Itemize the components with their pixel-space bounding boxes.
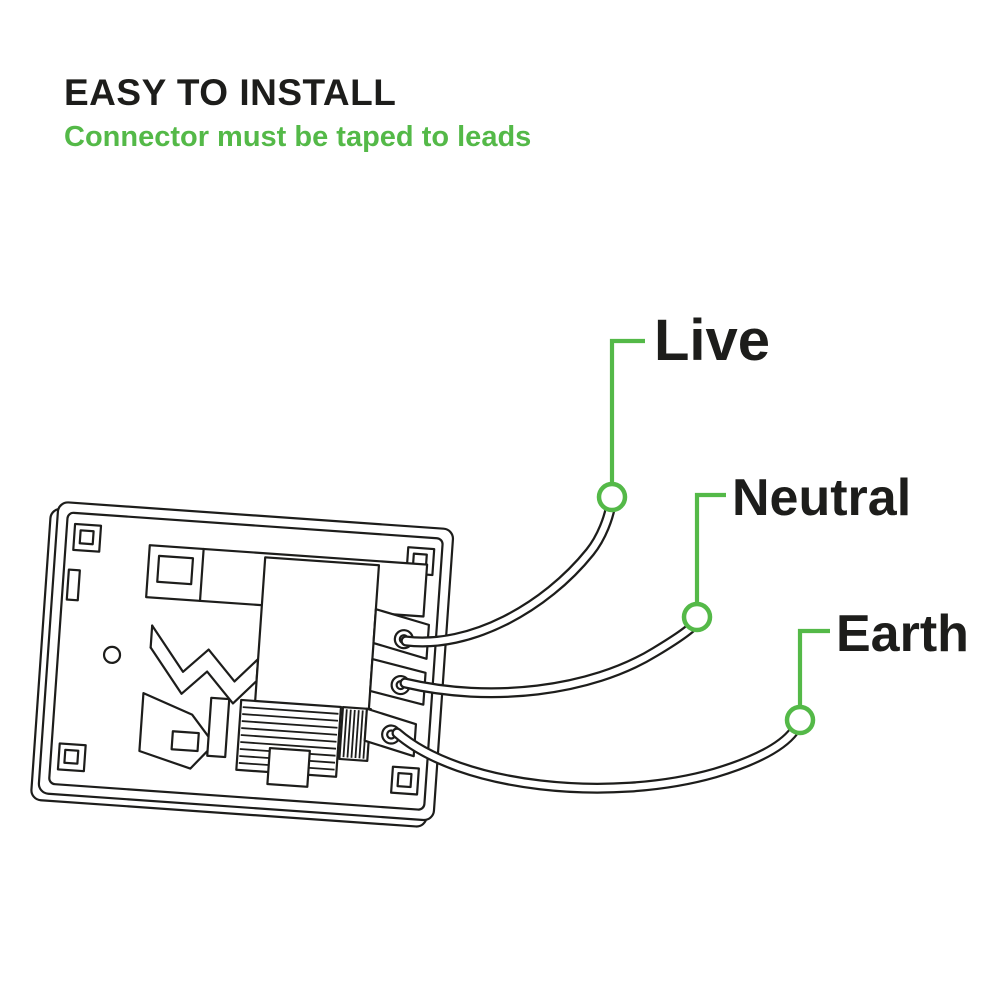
- live-label: Live: [654, 308, 770, 373]
- neutral-label: Neutral: [732, 469, 911, 527]
- live-leader-line: [609, 338, 645, 484]
- cable-slot: [65, 568, 81, 602]
- neutral-connector-dot: [681, 601, 713, 633]
- earth-label: Earth: [836, 605, 969, 663]
- mounting-hole-bottom-right: [390, 765, 420, 796]
- live-connector-dot: [596, 481, 628, 513]
- backplate-inner-border: [48, 511, 444, 811]
- terminal-assembly: [138, 544, 431, 788]
- backplate-outline: [37, 501, 455, 822]
- mounting-hole-bottom-left: [56, 742, 87, 773]
- page-subtitle: Connector must be taped to leads: [64, 121, 532, 153]
- earth-wire: [391, 725, 800, 794]
- header: EASY TO INSTALL Connector must be taped …: [64, 72, 531, 154]
- mounting-hole-top-left: [72, 522, 103, 553]
- neutral-wire: [399, 619, 700, 699]
- live-wire: [400, 498, 617, 648]
- neutral-leader-line: [694, 492, 726, 604]
- ribbed-section: [235, 698, 343, 778]
- wires: [391, 498, 800, 794]
- page-title: EASY TO INSTALL: [64, 72, 397, 113]
- device-backplate-illustration: [30, 501, 455, 828]
- callouts: [596, 338, 830, 736]
- pilot-hole: [102, 645, 122, 664]
- earth-leader-line: [797, 628, 830, 707]
- earth-connector-dot: [784, 704, 816, 736]
